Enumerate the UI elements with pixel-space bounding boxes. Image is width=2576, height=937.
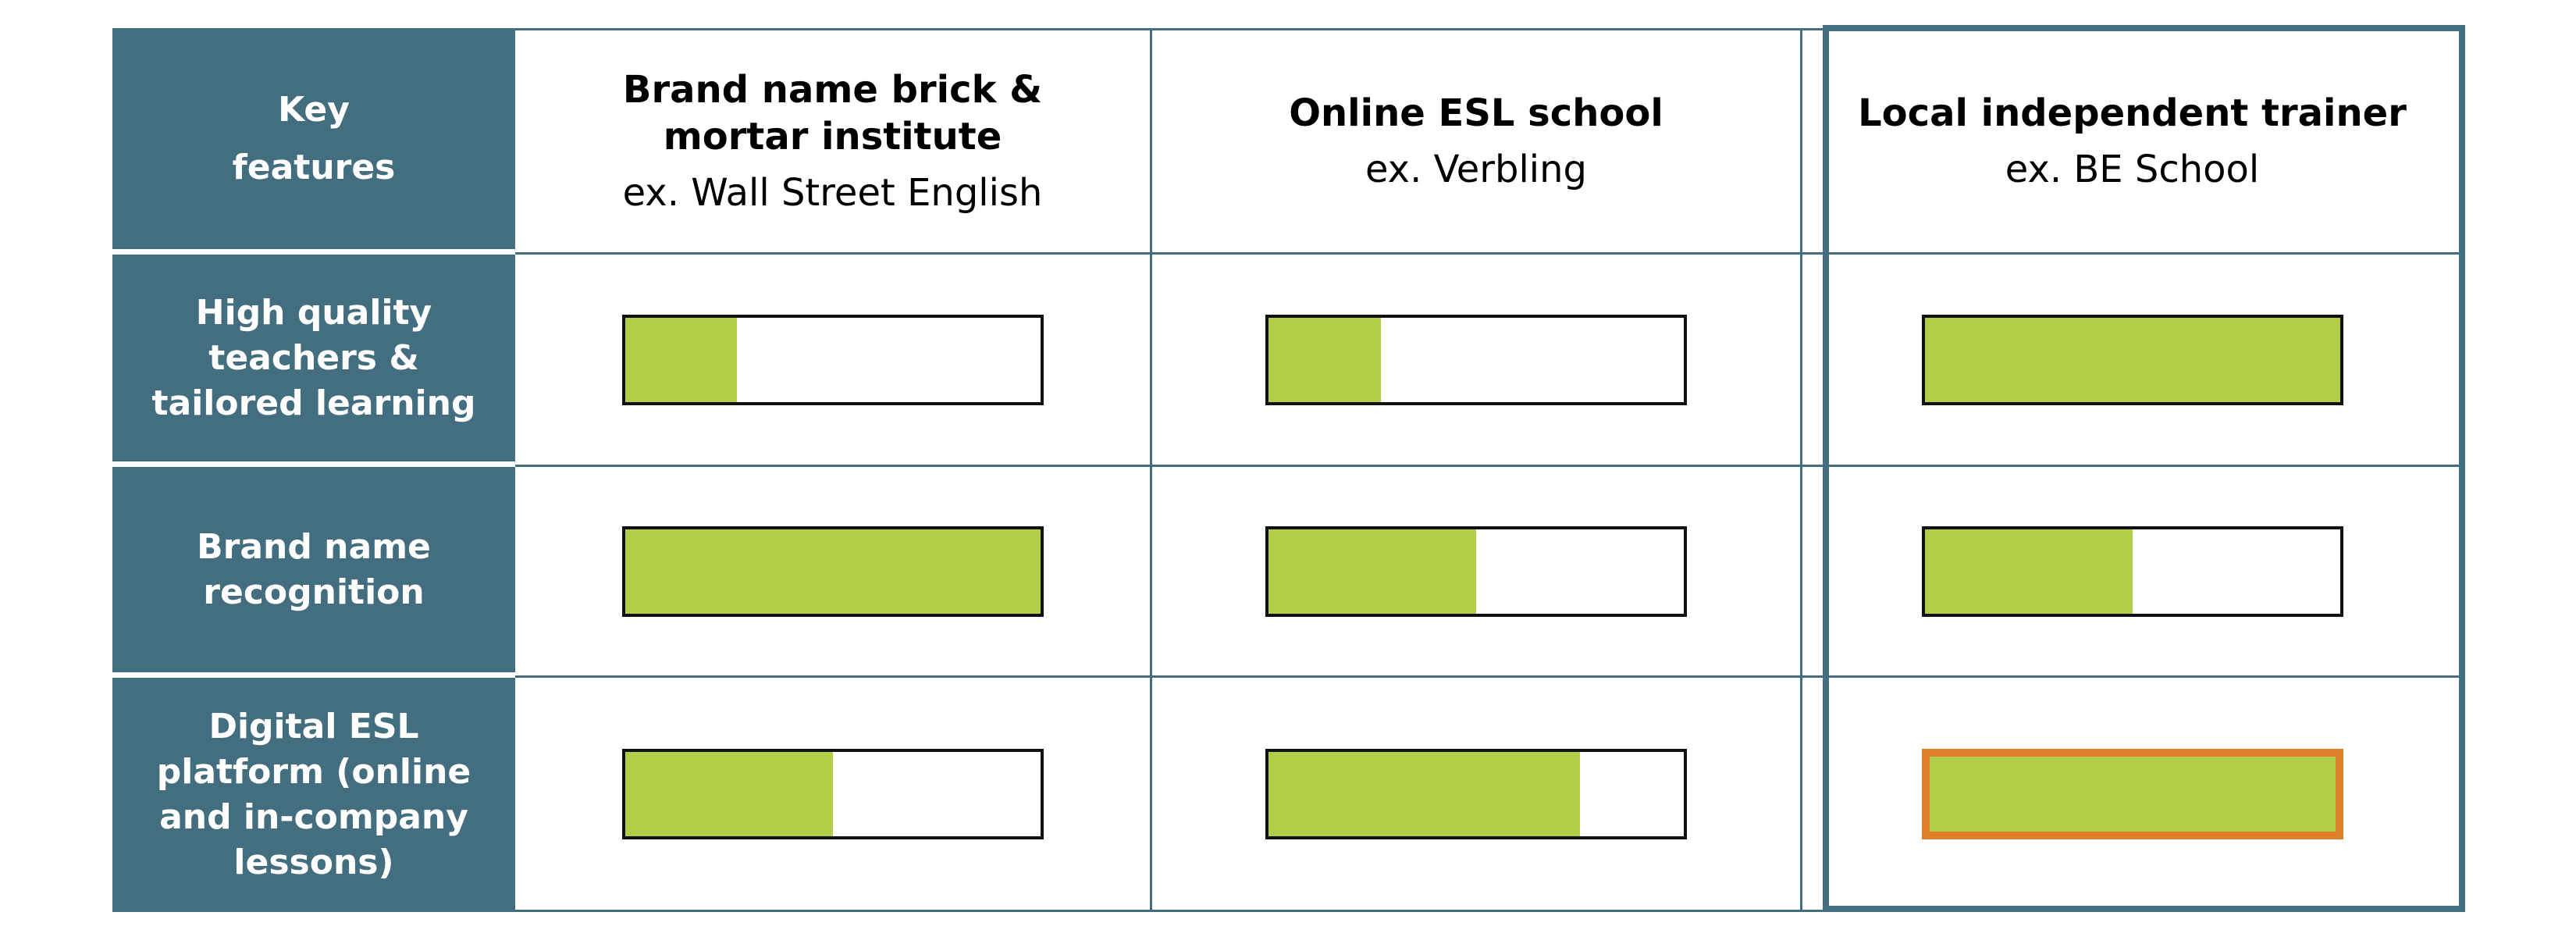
column-subtitle: ex. Wall Street English — [622, 171, 1043, 215]
key-features-line2: features — [232, 147, 396, 187]
score-bar-fill — [624, 751, 833, 836]
column-header-online-school: Online ESL school ex. Verbling — [1152, 28, 1802, 255]
feature-label-quality: High quality teachers & tailored learnin… — [112, 255, 515, 467]
feature-text: Brand name recognition — [197, 526, 431, 612]
column-title: Online ESL school — [1289, 91, 1663, 135]
score-bar-fill — [1929, 756, 2336, 832]
score-bar-fill — [624, 529, 1041, 614]
score-bar — [1921, 526, 2343, 617]
feature-text: Digital ESL platform (online and in-comp… — [156, 707, 471, 882]
score-bar-fill — [1924, 529, 2133, 614]
score-bar — [1265, 314, 1687, 405]
score-bar — [621, 314, 1044, 405]
feature-label-digital: Digital ESL platform (online and in-comp… — [112, 678, 515, 912]
comparison-table: Key features Brand name brick & mortar i… — [112, 28, 2462, 912]
column-header-brick-mortar: Brand name brick & mortar institute ex. … — [515, 28, 1152, 255]
column-header-local-trainer: Local independent trainer ex. BE School — [1802, 28, 2462, 255]
score-bar — [621, 748, 1044, 839]
column-subtitle: ex. BE School — [2005, 148, 2260, 191]
score-cell — [515, 467, 1152, 678]
feature-text: High quality teachers & tailored learnin… — [151, 292, 476, 423]
column-subtitle: ex. Verbling — [1364, 148, 1587, 191]
score-bar-fill — [1268, 529, 1476, 614]
score-cell — [515, 255, 1152, 467]
score-bar — [1265, 748, 1687, 839]
score-bar-fill — [1924, 317, 2340, 402]
key-features-header: Key features — [112, 28, 515, 255]
column-title: Local independent trainer — [1858, 91, 2407, 135]
score-cell — [1802, 255, 2462, 467]
score-bar-highlighted — [1921, 748, 2343, 839]
score-bar — [1265, 526, 1687, 617]
column-title: Brand name brick & mortar institute — [622, 68, 1043, 159]
score-cell — [515, 678, 1152, 912]
score-bar — [1921, 314, 2343, 405]
key-features-line1: Key — [278, 89, 350, 130]
score-cell — [1802, 678, 2462, 912]
feature-label-brand: Brand name recognition — [112, 467, 515, 678]
score-bar-fill — [624, 317, 738, 402]
score-cell — [1152, 255, 1802, 467]
score-bar — [621, 526, 1044, 617]
score-bar-fill — [1268, 751, 1580, 836]
score-cell — [1802, 467, 2462, 678]
score-cell — [1152, 678, 1802, 912]
score-bar-fill — [1268, 317, 1381, 402]
score-cell — [1152, 467, 1802, 678]
